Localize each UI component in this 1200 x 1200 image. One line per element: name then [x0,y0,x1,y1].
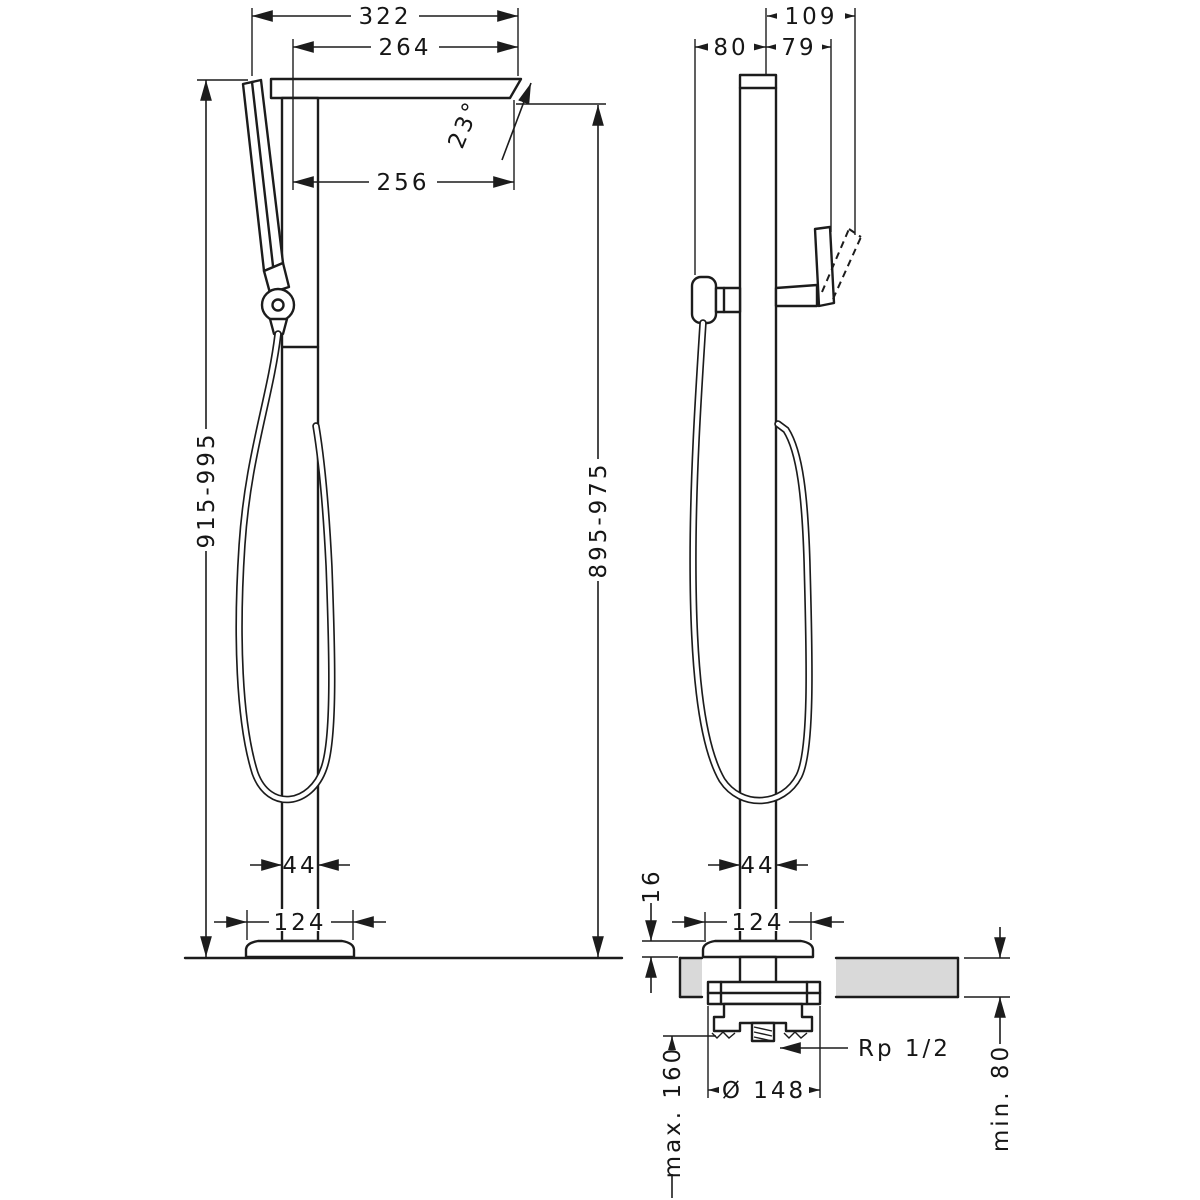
base-plate [244,939,356,959]
shower-holder-side [714,286,742,314]
dim-base-width-front: 124 [269,909,331,936]
dim-handle-reach-label: 109 [785,4,838,30]
dim-base-height: 16 [639,868,665,903]
dim-overall-width: 322 [351,3,419,30]
dim-spout-width-label: 264 [379,35,432,61]
spout [269,77,523,100]
dim-spout-width: 264 [371,34,439,61]
base-plate-side [701,939,815,959]
dim-height-right-label: 895-975 [586,461,612,578]
dim-cutout-diameter: Ø 148 [719,1077,809,1104]
dim-spout-reach: 256 [369,169,437,196]
dim-base-width-side-label: 124 [732,910,785,936]
dim-pillar-width-front: 44 [282,853,317,879]
hand-shower-bracket [262,261,291,295]
hose-nut [268,317,289,336]
pillar [280,96,320,943]
dim-base-height-label: 16 [639,868,665,903]
break-line-left [711,1031,736,1039]
dim-base-width-front-label: 124 [274,910,327,936]
floor-slab-outline [678,956,960,999]
break-line-right [783,1031,808,1039]
pillar-side [738,73,778,943]
lever-stem [774,283,819,308]
dim-floor-thickness: min. 80 [987,1044,1014,1152]
dim-depth-back-label: 79 [781,35,816,61]
dim-handle-reach: 109 [777,3,845,30]
dim-pillar-width-side-label: 44 [740,853,775,879]
side-extension-lines [642,8,1010,1098]
dim-overall-width-label: 322 [359,4,412,30]
dim-spout-angle: 23° [444,96,487,152]
dim-depth-front-label: 80 [713,35,748,61]
dim-install-depth: max. 160 [659,1046,686,1179]
angle-leader-line [501,82,532,161]
shower-hose-side-core [690,320,812,803]
dim-pillar-width-side: 44 [740,853,775,879]
lever-handle-alt [821,228,862,300]
dim-base-width-side: 124 [727,909,789,936]
dim-depth-front: 80 [708,34,754,61]
dim-cutout-diameter-label: Ø 148 [722,1078,806,1104]
thread-ticks [753,1026,773,1042]
hand-shower-face-line [250,80,275,268]
hand-shower-side [690,275,718,325]
rough-in-set [706,955,822,1043]
shower-hose-core [237,331,334,802]
dim-pillar-width-front-label: 44 [282,853,317,879]
dim-spout-angle-label: 23° [444,96,487,152]
dim-install-depth-label: max. 160 [660,1046,686,1179]
holder-pivot-inner [271,298,285,312]
mounting-body [712,1002,814,1033]
dim-height-left: 915-995 [193,429,220,551]
dim-height-left-label: 915-995 [194,431,220,548]
dim-depth-back: 79 [776,34,822,61]
dim-height-right: 895-975 [585,459,612,581]
dim-spout-reach-label: 256 [377,170,430,196]
dim-floor-thickness-label: min. 80 [988,1044,1014,1152]
rough-in-tube [738,955,778,985]
lever-handle [813,225,836,308]
side-view: 109 80 79 44 124 16 [639,3,1014,1198]
dim-thread-label: Rp 1/2 [858,1036,951,1062]
front-view: 322 264 256 23° 915-995 895-975 [183,3,624,960]
